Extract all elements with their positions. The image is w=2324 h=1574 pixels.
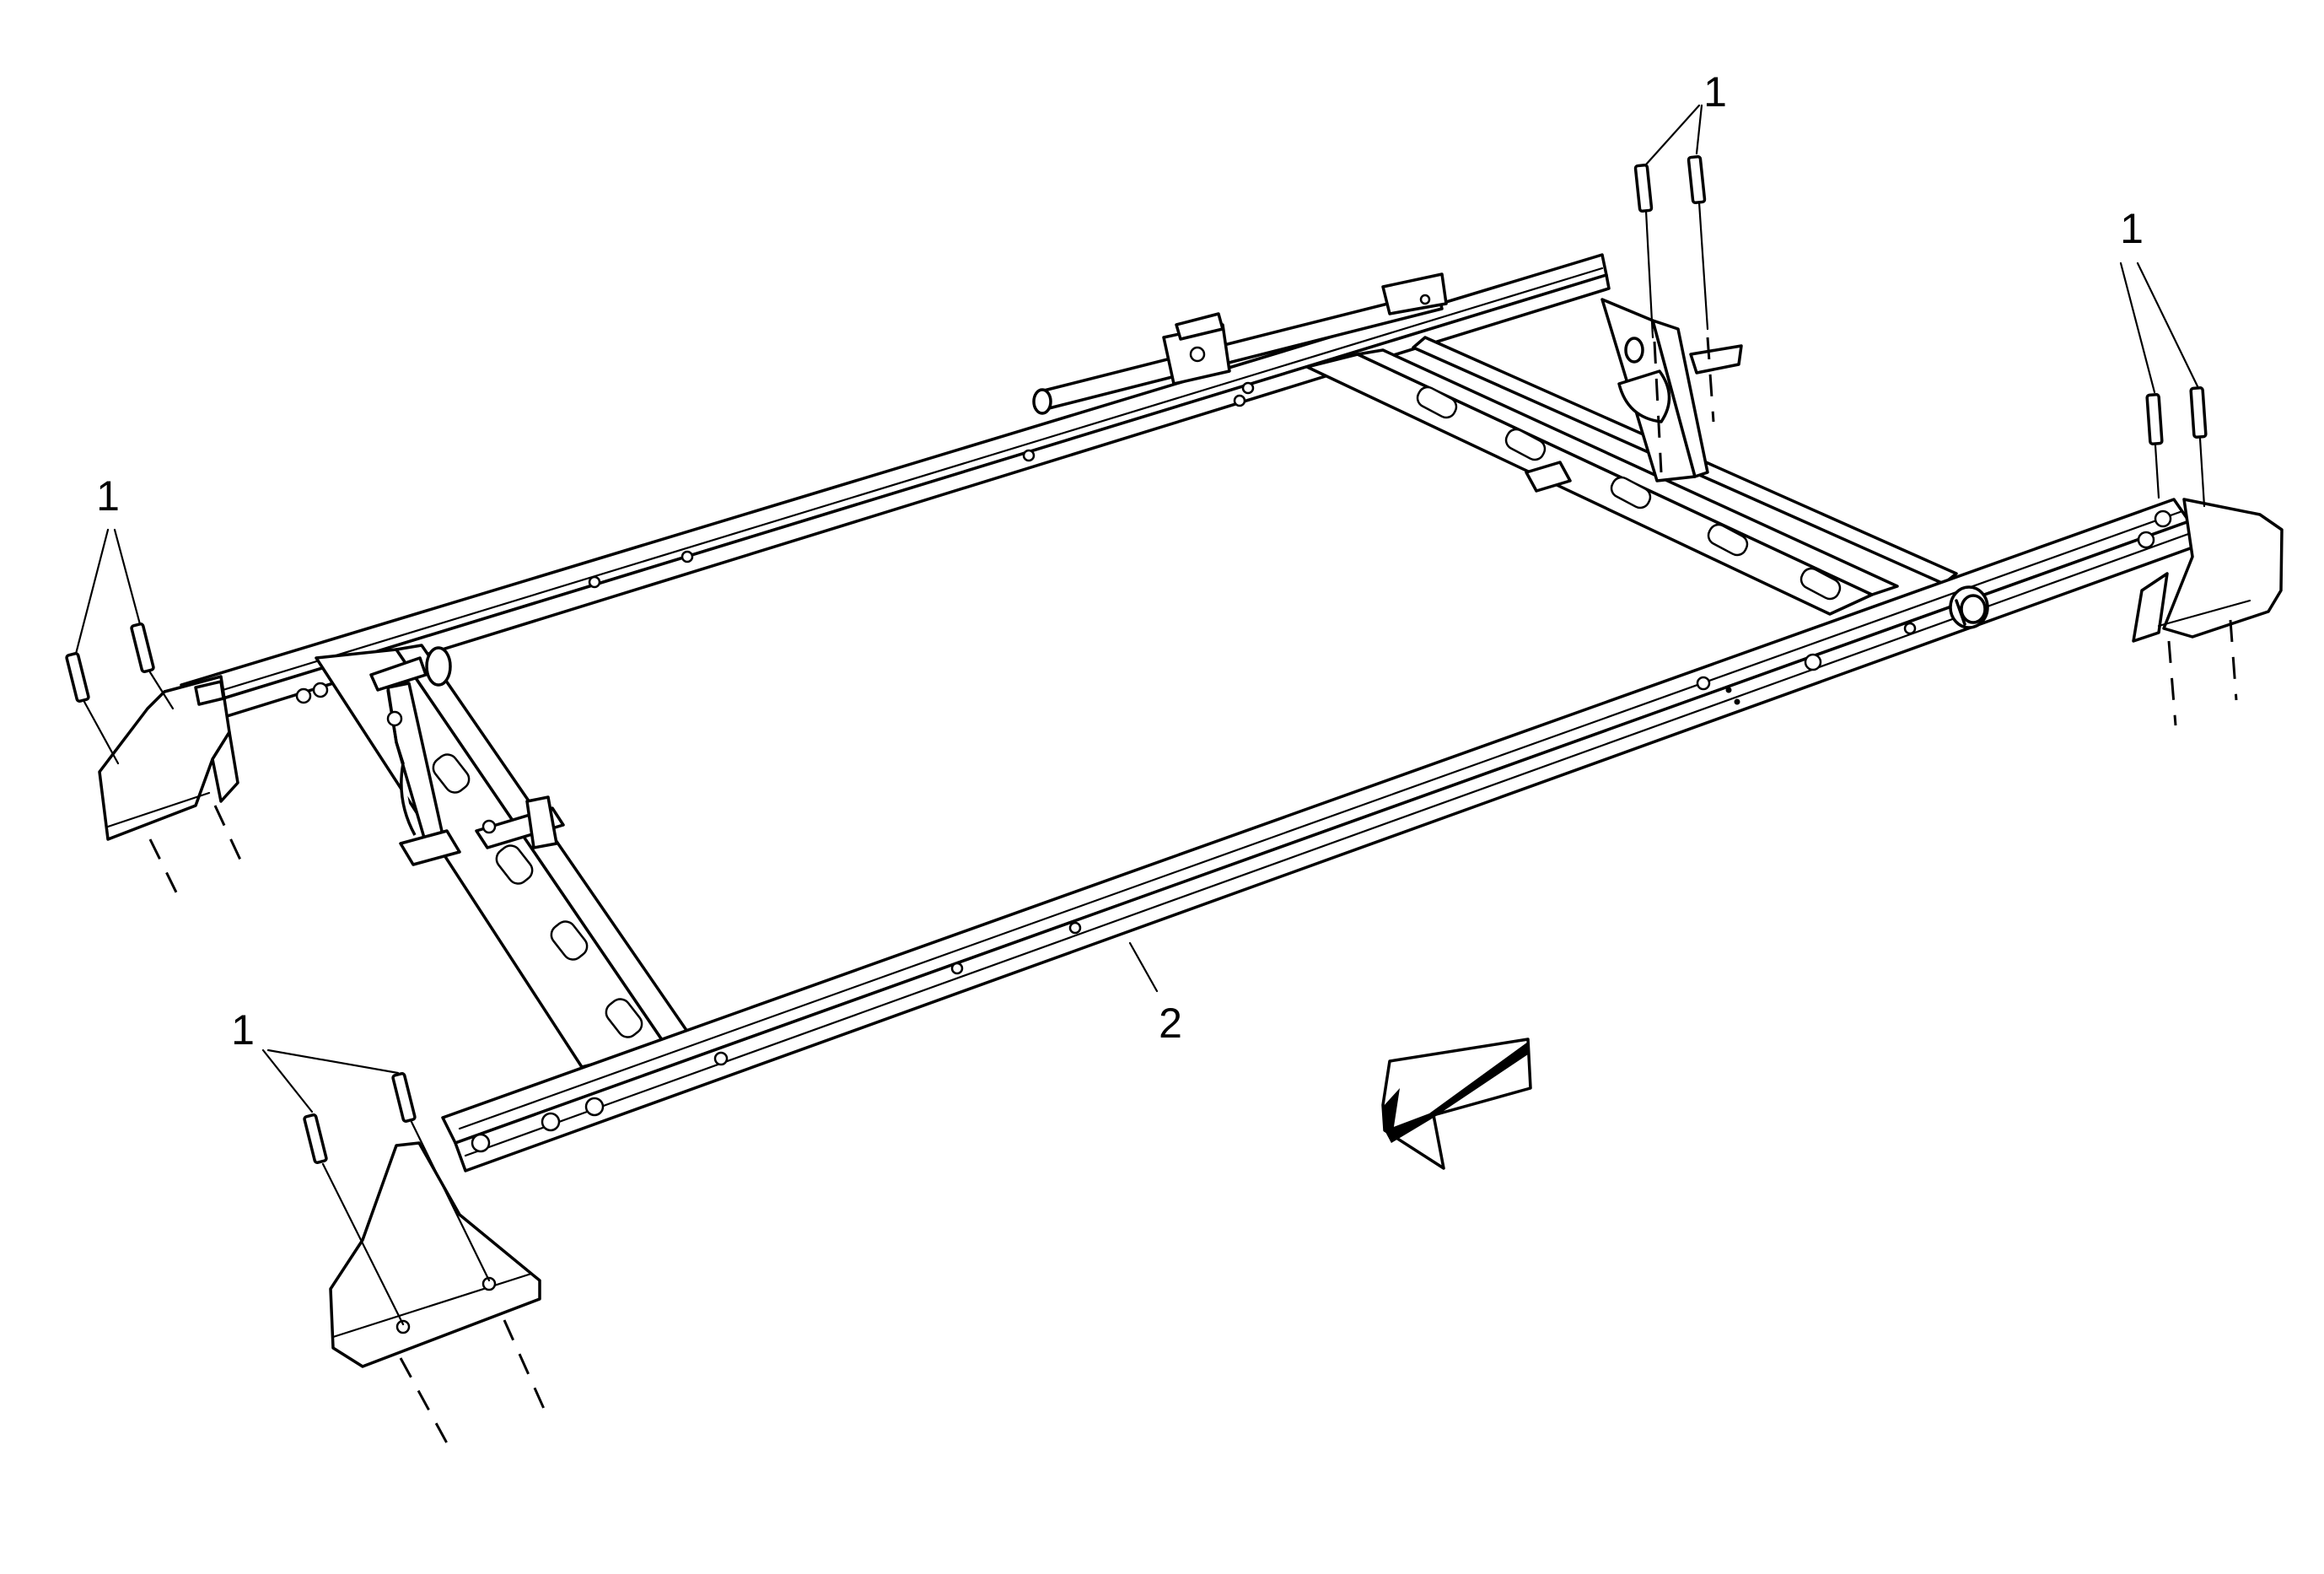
bolt-set-top-right: [2119, 261, 2208, 508]
arrow-front-icon: [1381, 1038, 1532, 1170]
front-foot-bracket: [329, 1141, 541, 1368]
bolt-set-left: [65, 528, 175, 765]
callout-bolts-bottom-left: 1: [231, 1006, 255, 1054]
callout-bolts-top-right: 1: [2120, 205, 2144, 252]
right-foot-bracket: [2132, 498, 2284, 643]
left-latch: [295, 646, 461, 866]
left-foot-bracket: [98, 675, 239, 841]
mount-guide-lines: [148, 341, 2238, 1452]
left-cross-member: [315, 644, 693, 1069]
frame-rail-leader: [1128, 941, 1159, 993]
callout-bolts-left: 1: [96, 472, 120, 520]
callout-bolts-top-center: 1: [1703, 68, 1727, 116]
rear-clamp: [1032, 272, 1448, 415]
bolt-set-bottom-left: [261, 1048, 491, 1326]
bolt-set-top-center: [1633, 104, 1715, 423]
callout-frame-rail: 2: [1159, 1000, 1182, 1047]
rear-rail: [180, 253, 1611, 725]
front-rail: [441, 498, 2197, 1172]
right-latch: [1600, 298, 1743, 482]
